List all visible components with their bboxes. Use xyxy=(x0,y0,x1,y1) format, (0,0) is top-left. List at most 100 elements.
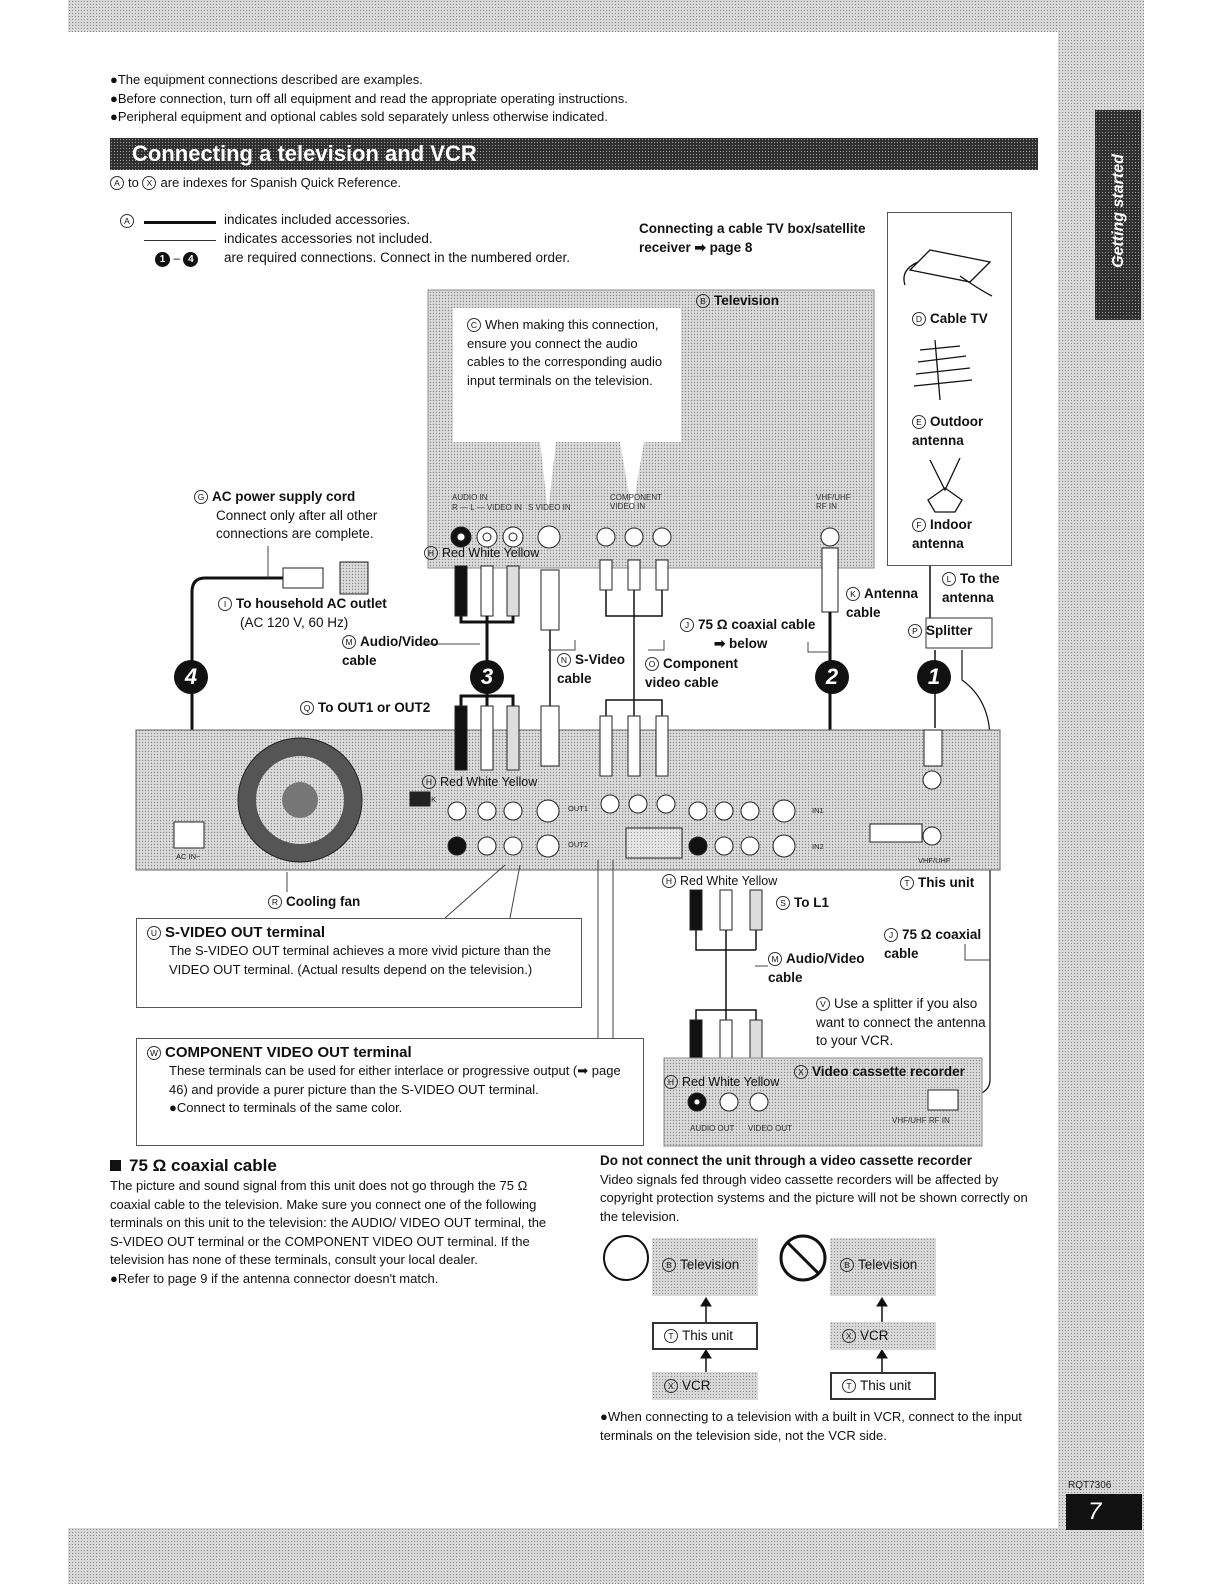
tv-note-pointer xyxy=(540,442,556,512)
ac-cord-label: AC power supply cord xyxy=(212,489,356,504)
tv-note-text: When making this connection, ensure you … xyxy=(467,317,663,388)
ac-cord-tag: G xyxy=(194,490,208,504)
tv-rf-jack xyxy=(820,527,840,547)
intro-line: ●The equipment connections described are… xyxy=(110,72,423,87)
tv-jacks xyxy=(450,525,840,549)
cable-tv-icon xyxy=(903,249,993,297)
tv-note-pointer xyxy=(620,442,644,512)
vcr-section-text: Video signals fed through video cassette… xyxy=(600,1171,1028,1224)
intro-line: ●Peripheral equipment and optional cable… xyxy=(110,109,608,124)
component-cable xyxy=(605,590,663,716)
tv-comp-pb-jack xyxy=(624,527,644,547)
legend-thin-line xyxy=(144,240,216,241)
leader-lines xyxy=(267,546,990,1040)
section-title: Connecting a television and VCR xyxy=(132,141,477,166)
step-1-icon: 1 xyxy=(917,660,951,694)
legend-order: are required connections. Connect in the… xyxy=(224,250,570,265)
vcr-section-title: Do not connect the unit through a video … xyxy=(600,1153,973,1168)
coax-bullet: ●Refer to page 9 if the antenna connecto… xyxy=(110,1270,439,1286)
unit-plugs xyxy=(454,705,943,1067)
antenna-column xyxy=(887,212,1012,566)
index-note-text: are indexes for Spanish Quick Reference. xyxy=(160,175,402,190)
component-info-box: W COMPONENT VIDEO OUT terminal These term… xyxy=(136,1038,644,1146)
unit-panel-labels: AC IN~ S-LINK OUT1 OUT2 IN1 IN2 VHF/UHF xyxy=(176,795,951,865)
svideo-title: S-VIDEO OUT terminal xyxy=(165,924,326,941)
legend-solid-line xyxy=(144,221,216,224)
component-tag: W xyxy=(147,1046,161,1060)
legend-included: indicates included accessories. xyxy=(224,212,411,227)
ac-cord xyxy=(190,576,290,770)
index-from-tag: A xyxy=(110,176,124,190)
ac-cord-callout: G AC power supply cord Connect only after… xyxy=(194,488,404,544)
tv-cable-plugs xyxy=(454,547,839,631)
svideo-text: The S-VIDEO OUT terminal achieves a more… xyxy=(169,943,551,977)
ac-cord-text: Connect only after all other connections… xyxy=(216,507,378,542)
index-to-tag: X xyxy=(142,176,157,190)
component-text: These terminals can be used for either i… xyxy=(169,1063,621,1097)
example-arrows xyxy=(700,1297,888,1374)
step-3-icon: 3 xyxy=(470,660,504,694)
page-number-box: 7 xyxy=(1066,1494,1142,1530)
square-bullet-icon xyxy=(110,1160,121,1171)
av-cable-to-tv xyxy=(459,616,515,710)
component-bullet: ●Connect to terminals of the same color. xyxy=(169,1100,403,1115)
side-tab-label: Getting started xyxy=(1110,154,1127,268)
tv-comp-pr-jack xyxy=(652,527,672,547)
unit-jacks xyxy=(409,770,942,859)
doc-code: RQT7306 xyxy=(1068,1480,1112,1491)
order-to-icon: 4 xyxy=(183,252,199,267)
step-2-icon: 2 xyxy=(815,660,849,694)
vcr-bullet: ●When connecting to a television with a … xyxy=(600,1409,1022,1443)
ac-inlet xyxy=(173,821,205,849)
cable-tv-box-note: Connecting a cable TV box/satellite rece… xyxy=(639,221,866,255)
prohibited-icon xyxy=(779,1234,827,1282)
page-number: 7 xyxy=(1088,1498,1102,1525)
ok-icon xyxy=(603,1235,649,1281)
splitter-box xyxy=(925,617,993,649)
svideo-info-box: U S-VIDEO OUT terminal The S-VIDEO OUT te… xyxy=(136,918,582,1008)
bottom-margin-band xyxy=(68,1528,1144,1584)
tv-comp-y-jack xyxy=(596,527,616,547)
order-from-icon: 1 xyxy=(155,252,170,267)
connection-diagram xyxy=(135,249,1001,1374)
step-4-icon: 4 xyxy=(174,660,208,694)
coax-title: 75 Ω coaxial cable xyxy=(129,1156,277,1175)
indoor-antenna-icon xyxy=(927,457,963,513)
tv-svideo-jack xyxy=(537,525,561,549)
legend-marker: A xyxy=(120,214,134,228)
component-title: COMPONENT VIDEO OUT terminal xyxy=(165,1044,412,1061)
vcr-section: Do not connect the unit through a video … xyxy=(600,1152,1040,1226)
svideo-tag: U xyxy=(147,926,161,940)
legend-order-range: 1 – 4 xyxy=(155,251,199,267)
vcr-jacks xyxy=(687,1089,959,1112)
